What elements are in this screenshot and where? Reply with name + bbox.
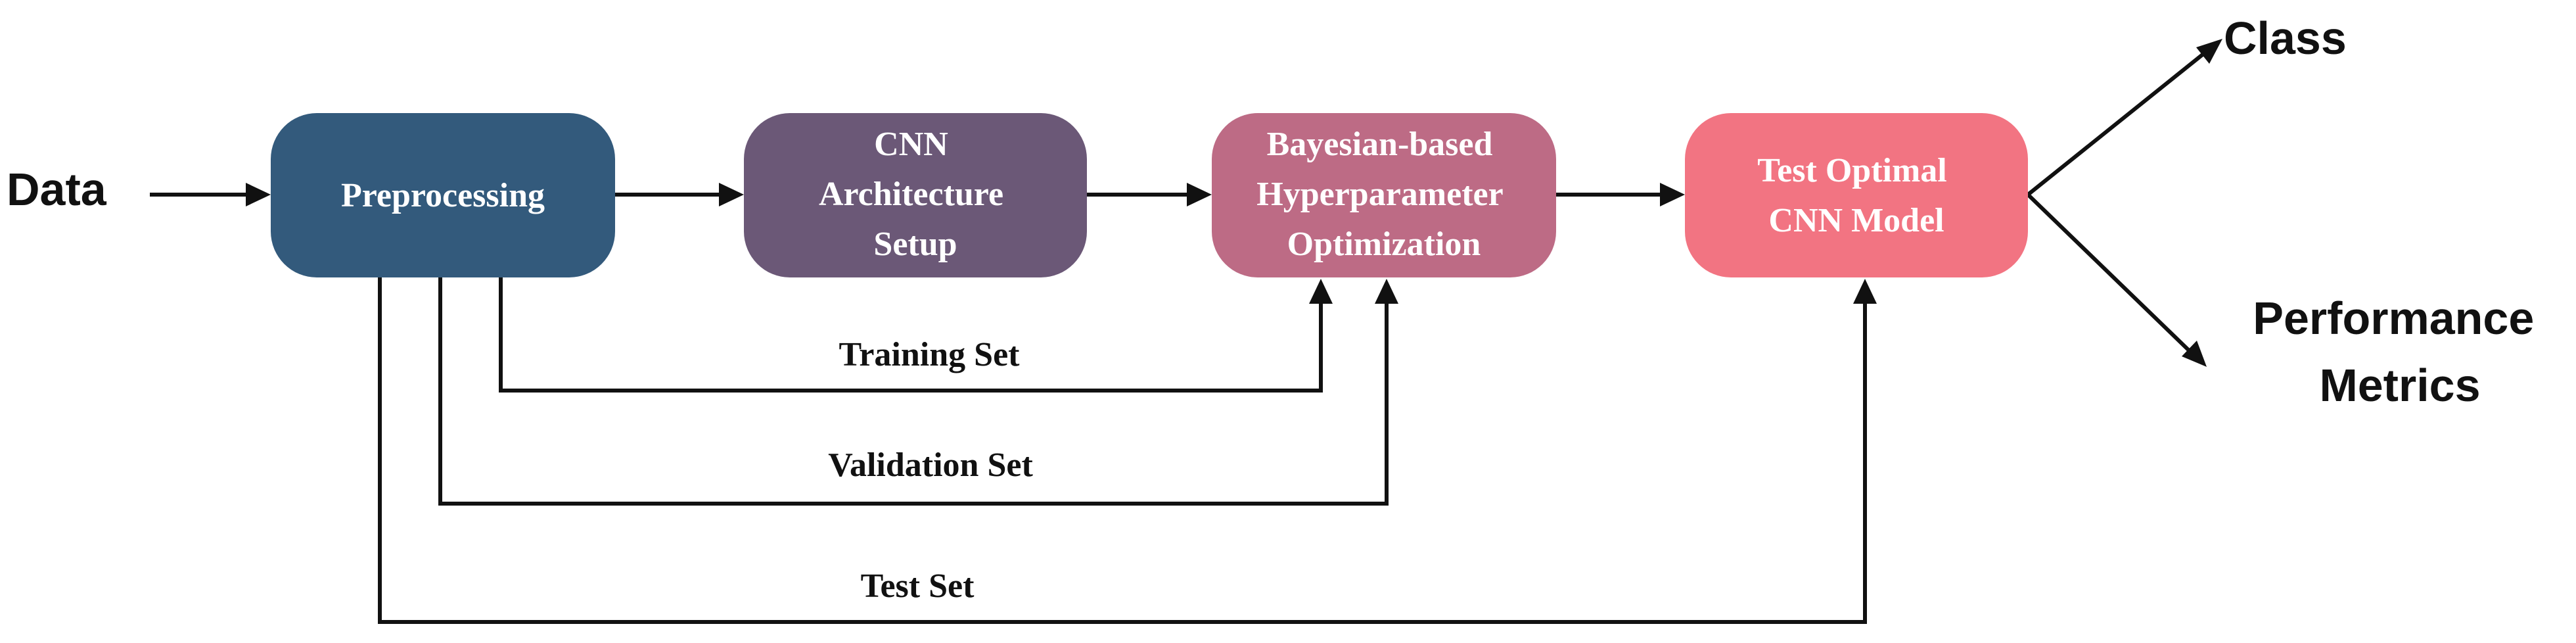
cnn-architecture-box: CNN Architecture Setup — [744, 113, 1087, 277]
preprocessing-box-shape — [271, 113, 615, 277]
data-input-label: Data — [7, 164, 107, 215]
cnn-architecture-box-shape — [744, 113, 1087, 277]
test-optimal-model-box: Test Optimal CNN Model — [1685, 113, 2028, 277]
preprocessing-box: Preprocessing — [271, 113, 615, 277]
test-optimal-model-box-label: Test Optimal CNN Model — [1757, 152, 1955, 239]
preprocessing-box-label: Preprocessing — [341, 177, 545, 214]
bayesian-optimization-box-shape — [1212, 113, 1556, 277]
cnn-architecture-box-label: CNN Architecture Setup — [819, 126, 1012, 263]
data-to-preprocessing-arrow — [150, 183, 271, 206]
training-set-route — [499, 277, 1333, 393]
validation-set-label: Validation Set — [828, 446, 1033, 484]
test-optimal-model-box-shape — [1685, 113, 2028, 277]
test-set-label: Test Set — [861, 567, 975, 605]
bayesian-optimization-box: Bayesian-based Hyperparameter Optimizati… — [1212, 113, 1556, 277]
to-class-arrow — [2027, 39, 2222, 197]
bayesian-to-test-arrow — [1556, 183, 1685, 206]
training-set-label: Training Set — [839, 336, 1021, 373]
bayesian-optimization-box-label: Bayesian-based Hyperparameter Optimizati… — [1256, 126, 1511, 263]
class-output-label: Class — [2224, 12, 2347, 64]
performance-metrics-output-label: Performance Metrics — [2253, 293, 2546, 411]
preprocessing-to-cnn-arrow — [615, 183, 744, 206]
validation-set-route — [438, 277, 1398, 506]
test-set-route — [378, 277, 1877, 624]
cnn-to-bayesian-arrow — [1087, 183, 1212, 206]
to-performance-arrow — [2026, 193, 2207, 367]
